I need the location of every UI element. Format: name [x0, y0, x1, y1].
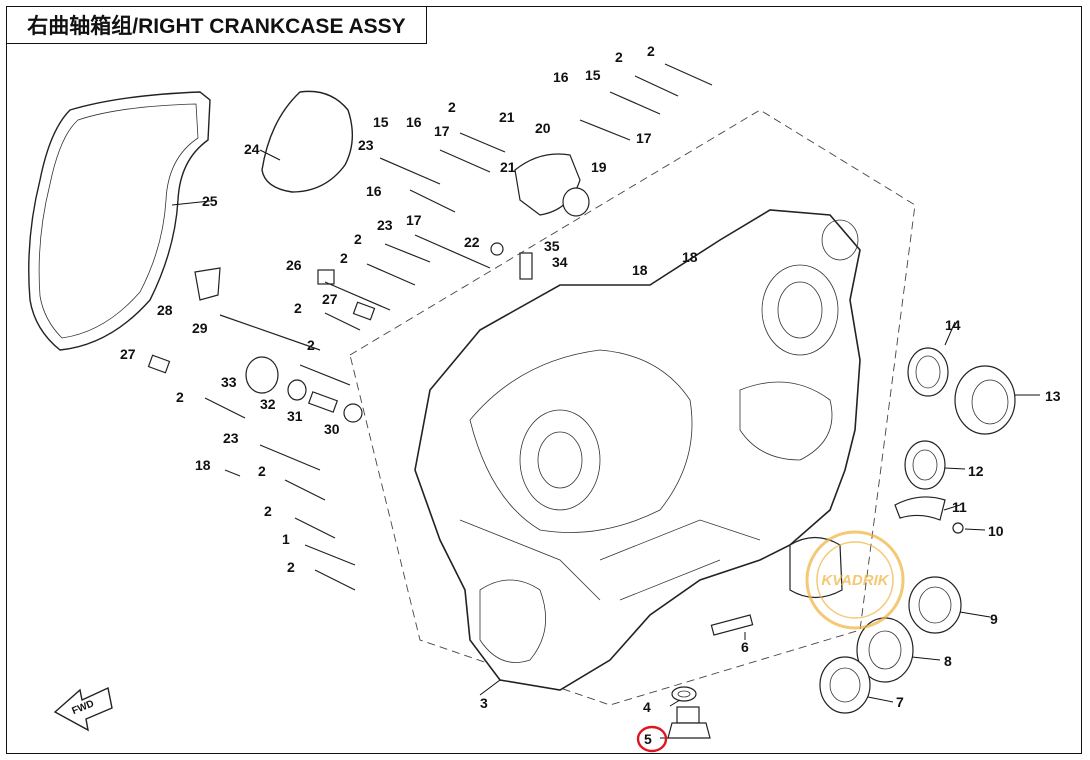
dowel-27b — [352, 301, 376, 321]
ball-30 — [343, 403, 363, 423]
assembly-envelope — [349, 109, 916, 706]
gasket-25-inner — [38, 103, 199, 339]
callout-17c: 17 — [406, 212, 422, 228]
washer-4 — [671, 686, 697, 702]
callout-1: 1 — [282, 531, 290, 547]
callout-20: 20 — [535, 120, 551, 136]
seal-9 — [908, 576, 962, 634]
callout-2j: 2 — [287, 559, 295, 575]
callout-2b: 2 — [615, 49, 623, 65]
callout-2c: 2 — [448, 99, 456, 115]
seal-14 — [907, 347, 949, 397]
spring-31 — [307, 391, 339, 413]
callout-21a: 21 — [499, 109, 515, 125]
callout-19: 19 — [591, 159, 607, 175]
leader-lines — [171, 149, 1040, 739]
callout-2k: 2 — [307, 337, 315, 353]
callout-2d: 2 — [354, 231, 362, 247]
callout-5: 5 — [644, 731, 652, 747]
callout-11: 11 — [952, 499, 967, 515]
callout-15a: 15 — [585, 67, 601, 83]
gasket-24 — [261, 90, 353, 193]
callout-22: 22 — [464, 234, 480, 250]
callout-2i: 2 — [264, 503, 272, 519]
screw-10 — [952, 522, 964, 534]
callout-28: 28 — [157, 302, 173, 318]
fwd-arrow: FWD — [53, 686, 113, 732]
nut-22 — [490, 242, 504, 256]
bearing-12 — [904, 440, 946, 490]
dowel-28 — [194, 267, 221, 301]
callout-17a: 17 — [636, 130, 652, 146]
callout-16c: 16 — [366, 183, 382, 199]
callout-35: 35 — [544, 238, 560, 254]
callout-2e: 2 — [340, 250, 348, 266]
callout-34: 34 — [552, 254, 568, 270]
oring-19 — [562, 187, 590, 217]
oil-jet-6 — [710, 614, 754, 636]
callout-16b: 16 — [406, 114, 422, 130]
watermark-logo: KVADRIK — [805, 530, 905, 630]
callout-31: 31 — [287, 408, 303, 424]
callout-18a: 18 — [682, 249, 698, 265]
gasket-25 — [28, 91, 211, 351]
callout-16a: 16 — [553, 69, 569, 85]
highlight-circle — [636, 725, 668, 753]
callout-4: 4 — [643, 699, 651, 715]
callout-26: 26 — [286, 257, 302, 273]
callout-9: 9 — [990, 611, 998, 627]
callout-8: 8 — [944, 653, 952, 669]
dowel-27a — [147, 354, 171, 374]
callout-17b: 17 — [434, 123, 450, 139]
callout-27b: 27 — [120, 346, 136, 362]
callout-2a: 2 — [647, 43, 655, 59]
diagram-frame — [6, 6, 1082, 754]
callout-7: 7 — [896, 694, 904, 710]
callout-6: 6 — [741, 639, 749, 655]
shaft-29 — [219, 314, 321, 351]
callout-23c: 23 — [223, 430, 239, 446]
oring-32 — [287, 379, 307, 401]
callout-2g: 2 — [176, 389, 184, 405]
bearing-13 — [954, 365, 1016, 435]
callout-layer: 2 2 2 2 2 2 2 2 2 2 2 1 3 4 5 6 7 8 9 10… — [120, 43, 1061, 747]
gear-33 — [245, 356, 279, 394]
callout-12: 12 — [968, 463, 984, 479]
callout-27a: 27 — [322, 291, 338, 307]
callout-18c: 18 — [195, 457, 211, 473]
callout-25: 25 — [202, 193, 218, 209]
seal-7 — [819, 656, 871, 714]
callout-2f: 2 — [294, 300, 302, 316]
callout-29: 29 — [192, 320, 208, 336]
callout-23a: 23 — [358, 137, 374, 153]
callout-14: 14 — [945, 317, 961, 333]
callout-23b: 23 — [377, 217, 393, 233]
callout-15b: 15 — [373, 114, 389, 130]
half-ring-11 — [894, 496, 946, 521]
title-box: 右曲轴箱组/RIGHT CRANKCASE ASSY — [6, 6, 427, 44]
callout-13: 13 — [1045, 388, 1061, 404]
crankcase-body — [414, 209, 861, 691]
watermark-text: KVADRIK — [821, 572, 889, 589]
callout-32: 32 — [260, 396, 276, 412]
callout-18b: 18 — [632, 262, 648, 278]
callout-2h: 2 — [258, 463, 266, 479]
callout-24: 24 — [244, 141, 260, 157]
callout-10: 10 — [988, 523, 1004, 539]
sensor-35 — [519, 252, 533, 280]
callout-30: 30 — [324, 421, 340, 437]
callout-33: 33 — [221, 374, 237, 390]
page-title: 右曲轴箱组/RIGHT CRANKCASE ASSY — [27, 15, 406, 38]
callout-3: 3 — [480, 695, 488, 711]
drain-plug-5 — [667, 706, 711, 739]
plug-26 — [317, 269, 335, 285]
callout-21b: 21 — [500, 159, 516, 175]
bolt-set — [204, 63, 713, 591]
